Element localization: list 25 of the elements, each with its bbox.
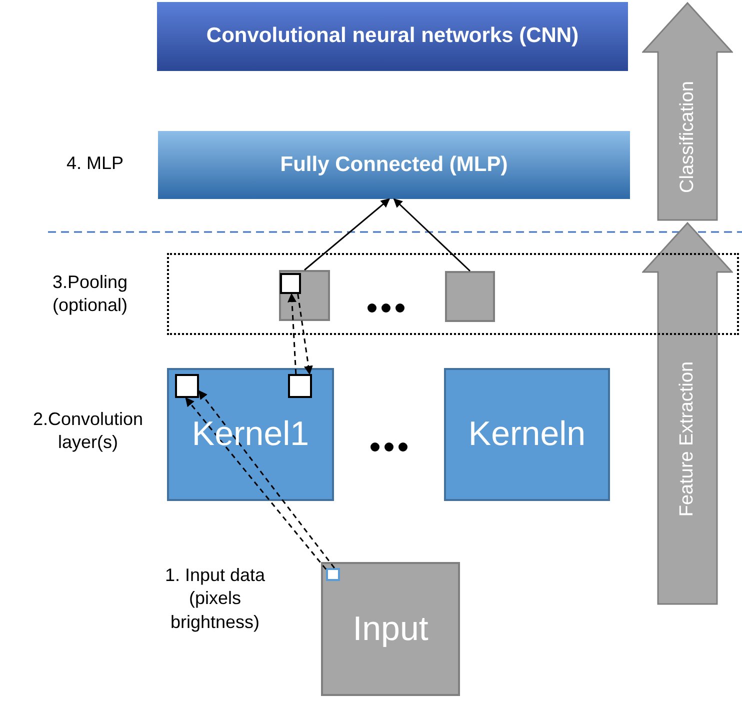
kernel-box [444, 368, 610, 501]
node-text: Input [352, 610, 428, 648]
feature-map [445, 271, 495, 322]
arrow [288, 293, 297, 374]
feature-map [279, 270, 330, 321]
pooling-frame [167, 253, 739, 335]
layer-label: 3.Pooling (optional) [51, 271, 129, 318]
pixel-square [326, 568, 340, 581]
node-text: Kerneln [468, 415, 586, 454]
feature-map [321, 562, 460, 696]
receptive-field-square [280, 273, 301, 294]
node-text: Fully Connected (MLP) [280, 153, 508, 177]
layer-label: 1. Input data (pixels brightness) [164, 564, 266, 634]
arrow [297, 294, 313, 375]
arrow [304, 198, 390, 271]
arrow [393, 198, 471, 272]
node-text: Convolutional neural networks (CNN) [206, 23, 579, 50]
layer-label: 2.Convolution layer(s) [32, 408, 144, 454]
title-banner [157, 2, 628, 71]
node-text: Feature Extraction [676, 360, 698, 516]
node-text: Classification [676, 80, 698, 192]
receptive-field-square [288, 374, 312, 398]
layer-box [158, 131, 630, 199]
receptive-field-square [175, 374, 199, 398]
layer-label: 4. MLP [65, 152, 125, 175]
